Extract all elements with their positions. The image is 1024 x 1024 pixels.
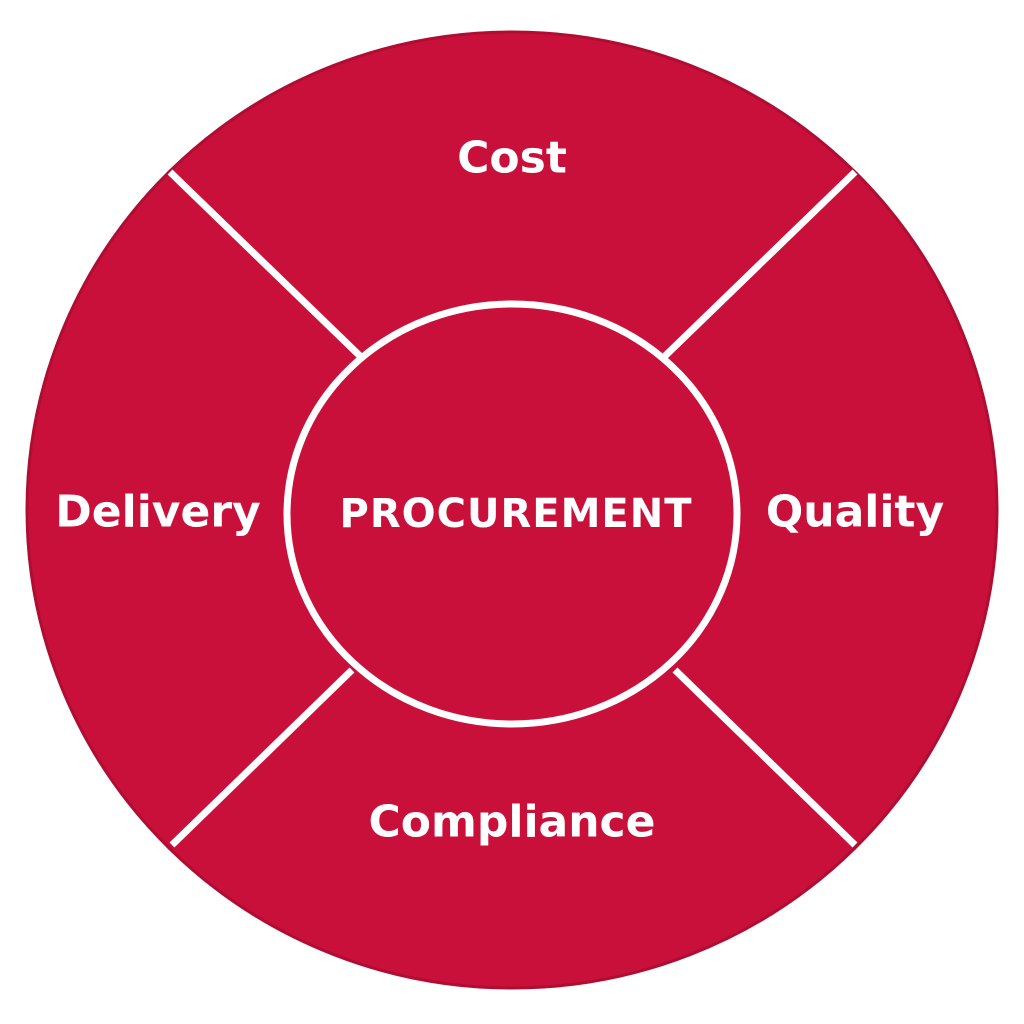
segment-label-cost: Cost xyxy=(457,133,567,184)
segment-label-quality: Quality xyxy=(766,487,944,538)
segment-label-compliance: Compliance xyxy=(369,797,656,848)
center-label-procurement: PROCUREMENT xyxy=(340,491,693,537)
divider-bottom-right xyxy=(672,667,858,848)
divider-top-left xyxy=(167,169,363,359)
segment-label-delivery: Delivery xyxy=(55,487,260,538)
divider-top-right xyxy=(662,169,858,359)
center-hub xyxy=(283,300,741,728)
divider-bottom-left xyxy=(169,667,355,848)
